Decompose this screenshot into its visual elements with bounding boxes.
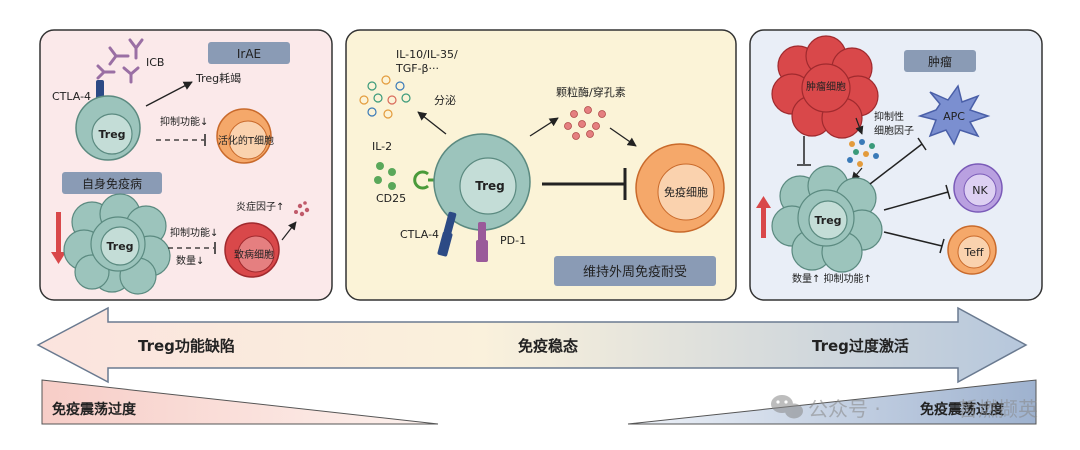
nk-label: NK — [972, 184, 988, 197]
inhibit-to-apc-bar — [917, 137, 927, 151]
inhibit-to-teff-bar — [939, 238, 945, 254]
watermark: 公众号 · 哲燃撷英 — [771, 395, 1038, 421]
pd1-receptor-icon — [476, 222, 488, 262]
activated-t-cell: 活化的T细胞 — [216, 108, 274, 164]
il2-label: IL-2 — [372, 140, 392, 153]
secrete-label: 分泌 — [434, 94, 456, 107]
cd25-label: CD25 — [376, 192, 406, 205]
inhibit-to-nk-bar — [945, 184, 951, 200]
treg-right-label: Treg — [814, 214, 841, 227]
band-right-label: Treg过度激活 — [812, 337, 909, 355]
pd1-label: PD-1 — [500, 234, 526, 247]
exhaust-arrow — [145, 81, 193, 107]
homeostasis-arrow-band: Treg功能缺陷 免疫稳态 Treg过度激活 — [36, 306, 1028, 384]
suppressive-label-line2: 细胞因子 — [874, 124, 914, 137]
ctla4-label-center: CTLA-4 — [400, 228, 439, 241]
treg-top-label: Treg — [98, 128, 125, 141]
right-wedge-label: 免疫震荡过度 — [920, 401, 1005, 418]
autoimmune-badge-label: 自身免疫病 — [82, 176, 142, 191]
number-down-label: 数量↓ — [176, 254, 204, 267]
irae-badge — [208, 42, 290, 64]
nk-cell: NK — [953, 163, 1003, 213]
granzyme-dots-icon — [564, 106, 606, 140]
right-caption: 数量↑ 抑制功能↑ — [792, 272, 872, 285]
inhibit-to-apc — [869, 143, 923, 185]
inhibit-to-nk — [883, 191, 949, 211]
bottom-wedges: 免疫震荡过度 免疫震荡过度 — [41, 379, 1037, 425]
ctla4-label-left: CTLA-4 — [52, 90, 91, 103]
maintain-badge-label: 维持外周免疫耐受 — [583, 264, 687, 280]
treg-cell-top: Treg — [75, 95, 141, 161]
watermark-prefix: 公众号 · — [808, 397, 881, 421]
right-wedge — [627, 379, 1037, 425]
ctla4-receptor-center-icon — [437, 211, 457, 257]
double-arrow-shape — [36, 306, 1028, 384]
tumor-cell-cluster — [771, 35, 879, 139]
increase-arrow-icon — [756, 196, 771, 238]
tumor-badge — [904, 50, 976, 72]
apc-label: APC — [943, 110, 965, 123]
maintain-badge — [554, 256, 716, 286]
wechat-icon — [771, 395, 803, 419]
tumor-cell-label: 肿瘤细胞 — [806, 80, 846, 93]
cytokine-dots-icon — [359, 75, 411, 119]
icb-antibody-icon — [96, 38, 144, 84]
tumor-to-factor-arrow — [855, 117, 864, 135]
left-panel: IrAE ICB CTLA-4 Treg Treg耗竭 抑制功能↓ 活化的T细胞 — [39, 29, 333, 301]
inhibit-to-teff — [883, 231, 943, 247]
treg-cluster-label: Treg — [106, 240, 133, 253]
suppress-down-top-label: 抑制功能↓ — [160, 115, 208, 128]
treg-exhaust-label: Treg耗竭 — [195, 72, 241, 85]
inflam-arrow — [281, 221, 297, 241]
treg-cell-cluster — [63, 193, 171, 295]
teff-label: Teff — [963, 246, 984, 259]
cytokines-label-line1: IL-10/IL-35/ — [396, 48, 458, 61]
icb-label: ICB — [146, 56, 164, 69]
treg-center-label: Treg — [475, 179, 505, 193]
suppressive-label-line1: 抑制性 — [874, 110, 904, 123]
il2-dots-icon — [374, 162, 396, 190]
granzyme-arrow — [529, 117, 559, 137]
pathogenic-cell-label: 致病细胞 — [234, 248, 274, 261]
suppressive-factor-dots-icon — [847, 139, 879, 167]
right-panel: 肿瘤 肿瘤细胞 抑制性 细胞因子 APC NK — [749, 29, 1043, 301]
immune-cell: 免疫细胞 — [635, 143, 725, 233]
apc-cell-icon: APC — [917, 84, 991, 146]
tumor-badge-label: 肿瘤 — [928, 54, 952, 69]
inflam-factor-label: 炎症因子↑ — [236, 200, 284, 213]
band-left-label: Treg功能缺陷 — [138, 337, 235, 355]
cytokines-label-line2: TGF-β··· — [395, 62, 439, 75]
decrease-arrow-icon — [51, 212, 66, 264]
treg-cell-cluster-right — [771, 165, 883, 273]
band-center-label: 免疫稳态 — [518, 337, 578, 355]
granzyme-to-cell-arrow — [609, 127, 637, 147]
immune-cell-label: 免疫细胞 — [664, 185, 708, 199]
activated-t-label: 活化的T细胞 — [218, 134, 274, 147]
left-wedge — [41, 379, 439, 425]
watermark-name: 哲燃撷英 — [958, 397, 1038, 421]
middle-panel: IL-10/IL-35/ TGF-β··· 分泌 颗粒酶/穿孔素 IL-2 — [345, 29, 737, 301]
left-wedge-label: 免疫震荡过度 — [52, 401, 137, 418]
secrete-arrow — [417, 111, 447, 135]
inflam-factor-dots-icon — [294, 201, 310, 217]
pathogenic-cell: 致病细胞 — [224, 222, 280, 278]
cd25-receptor-icon — [413, 170, 429, 190]
irae-badge-label: IrAE — [237, 47, 261, 61]
granzyme-label: 颗粒酶/穿孔素 — [556, 85, 626, 99]
suppress-down-bottom-label: 抑制功能↓ — [170, 226, 218, 239]
teff-cell: Teff — [947, 225, 997, 275]
autoimmune-badge — [62, 172, 162, 194]
